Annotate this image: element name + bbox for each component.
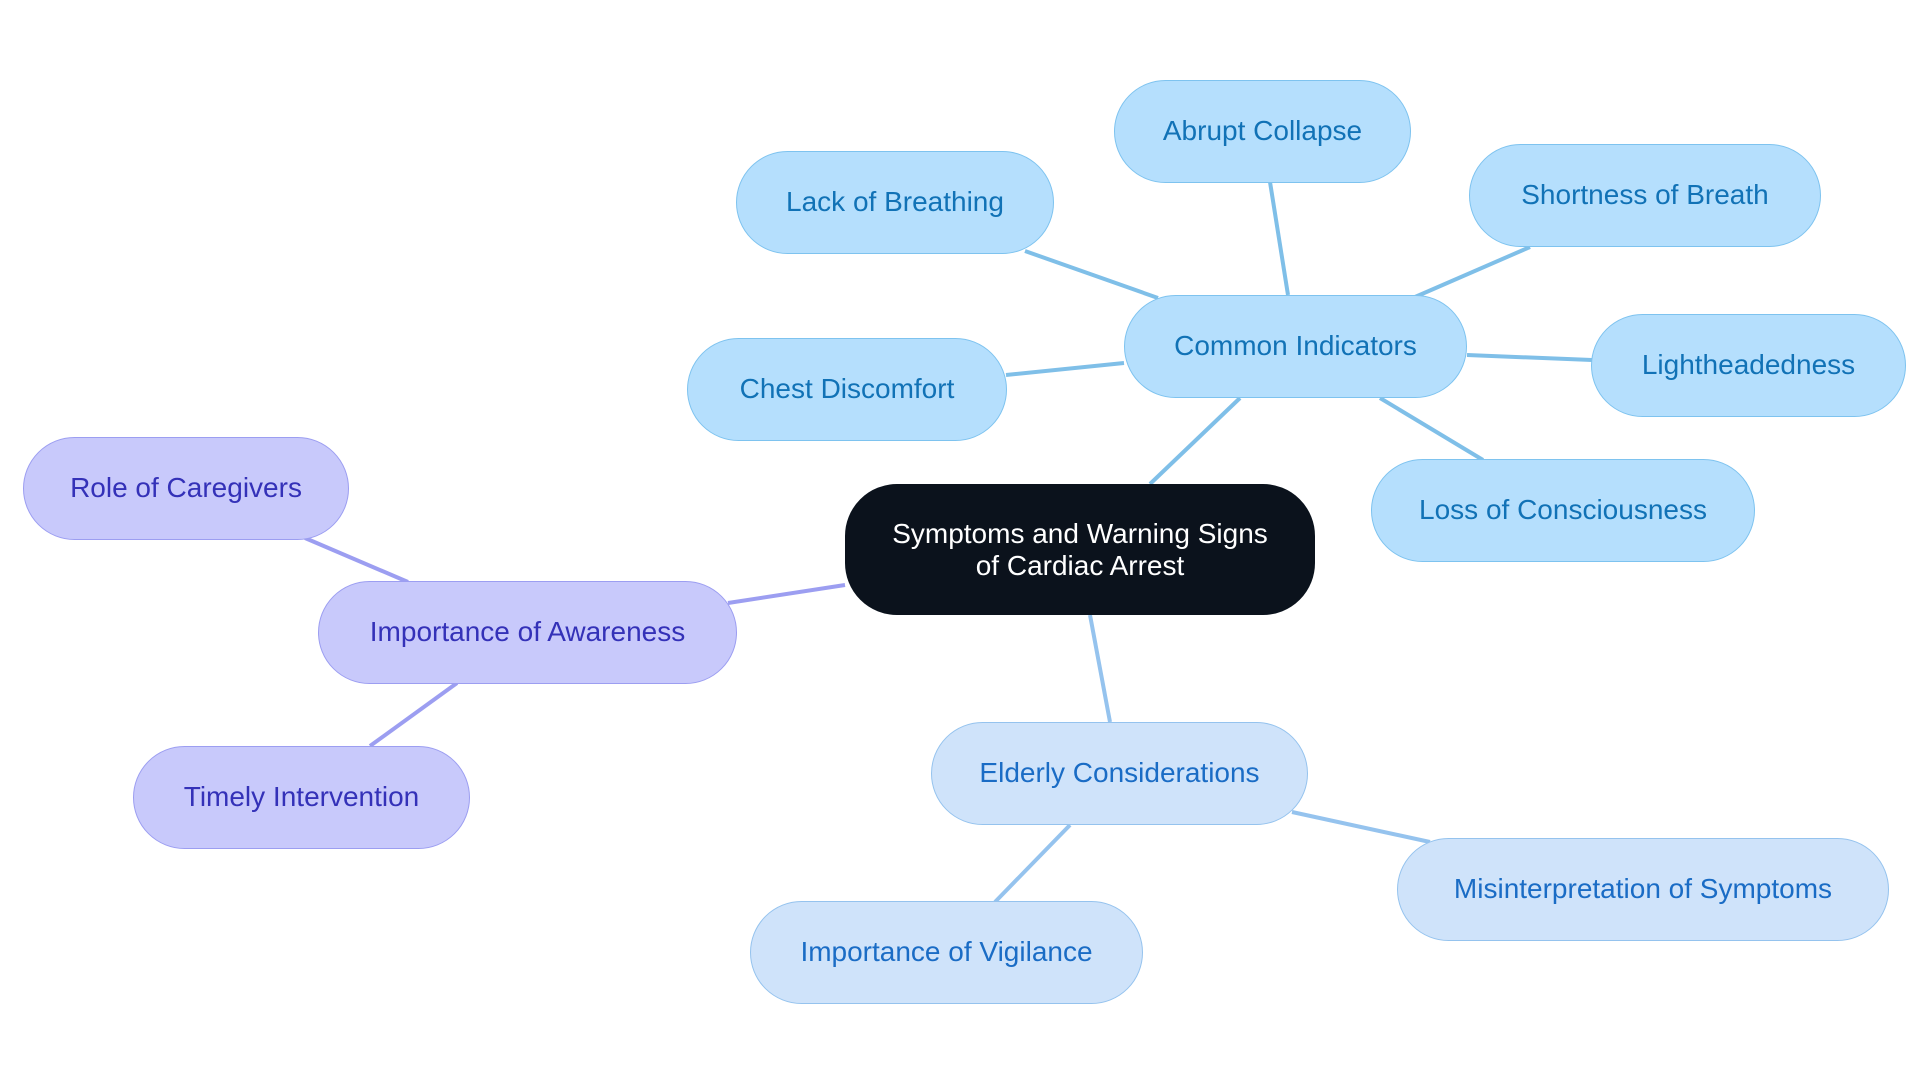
- edge-awareness-timely-intervention: [368, 681, 459, 748]
- shortness-of-breath-node[interactable]: Shortness of Breath: [1469, 144, 1821, 247]
- edge-indicators-chest-discomfort: [1005, 361, 1125, 377]
- edge-root-common-indicators: [1148, 396, 1242, 486]
- misinterpretation-of-symptoms-label: Misinterpretation of Symptoms: [1453, 873, 1833, 905]
- abrupt-collapse-label: Abrupt Collapse: [1162, 115, 1363, 147]
- importance-of-awareness-label: Importance of Awareness: [369, 616, 686, 648]
- lightheadedness-node[interactable]: Lightheadedness: [1591, 314, 1906, 417]
- elderly-considerations-label: Elderly Considerations: [979, 757, 1260, 789]
- lack-of-breathing-label: Lack of Breathing: [786, 186, 1004, 218]
- lightheadedness-label: Lightheadedness: [1641, 349, 1856, 381]
- abrupt-collapse-node[interactable]: Abrupt Collapse: [1114, 80, 1411, 183]
- edge-indicators-lightheadedness: [1466, 353, 1593, 362]
- role-of-caregivers-label: Role of Caregivers: [70, 472, 302, 504]
- timely-intervention-node[interactable]: Timely Intervention: [133, 746, 470, 849]
- edge-elderly-importance-of-vigilance: [993, 823, 1072, 904]
- loss-of-consciousness-label: Loss of Consciousness: [1419, 494, 1707, 526]
- root-node-label: Symptoms and Warning Signs of Cardiac Ar…: [892, 518, 1268, 581]
- edge-indicators-abrupt-collapse: [1268, 181, 1290, 296]
- edge-indicators-shortness-of-breath: [1414, 245, 1531, 299]
- lack-of-breathing-node[interactable]: Lack of Breathing: [736, 151, 1054, 254]
- importance-of-vigilance-node[interactable]: Importance of Vigilance: [750, 901, 1143, 1004]
- chest-discomfort-label: Chest Discomfort: [739, 373, 955, 405]
- edge-indicators-lack-of-breathing: [1024, 249, 1159, 300]
- importance-of-awareness-node[interactable]: Importance of Awareness: [318, 581, 737, 684]
- edge-awareness-role-of-caregivers: [304, 536, 409, 584]
- importance-of-vigilance-label: Importance of Vigilance: [800, 936, 1093, 968]
- edge-elderly-misinterpretation-of-symptoms: [1291, 810, 1431, 844]
- edge-root-elderly-considerations: [1088, 614, 1112, 723]
- edge-root-importance-of-awareness: [727, 583, 846, 605]
- loss-of-consciousness-node[interactable]: Loss of Consciousness: [1371, 459, 1755, 562]
- chest-discomfort-node[interactable]: Chest Discomfort: [687, 338, 1007, 441]
- timely-intervention-label: Timely Intervention: [183, 781, 420, 813]
- role-of-caregivers-node[interactable]: Role of Caregivers: [23, 437, 349, 540]
- misinterpretation-of-symptoms-node[interactable]: Misinterpretation of Symptoms: [1397, 838, 1889, 941]
- shortness-of-breath-label: Shortness of Breath: [1521, 179, 1769, 211]
- root-node[interactable]: Symptoms and Warning Signs of Cardiac Ar…: [845, 484, 1315, 615]
- elderly-considerations-node[interactable]: Elderly Considerations: [931, 722, 1308, 825]
- common-indicators-label: Common Indicators: [1174, 330, 1417, 362]
- common-indicators-node[interactable]: Common Indicators: [1124, 295, 1467, 398]
- edge-indicators-loss-of-consciousness: [1378, 396, 1485, 462]
